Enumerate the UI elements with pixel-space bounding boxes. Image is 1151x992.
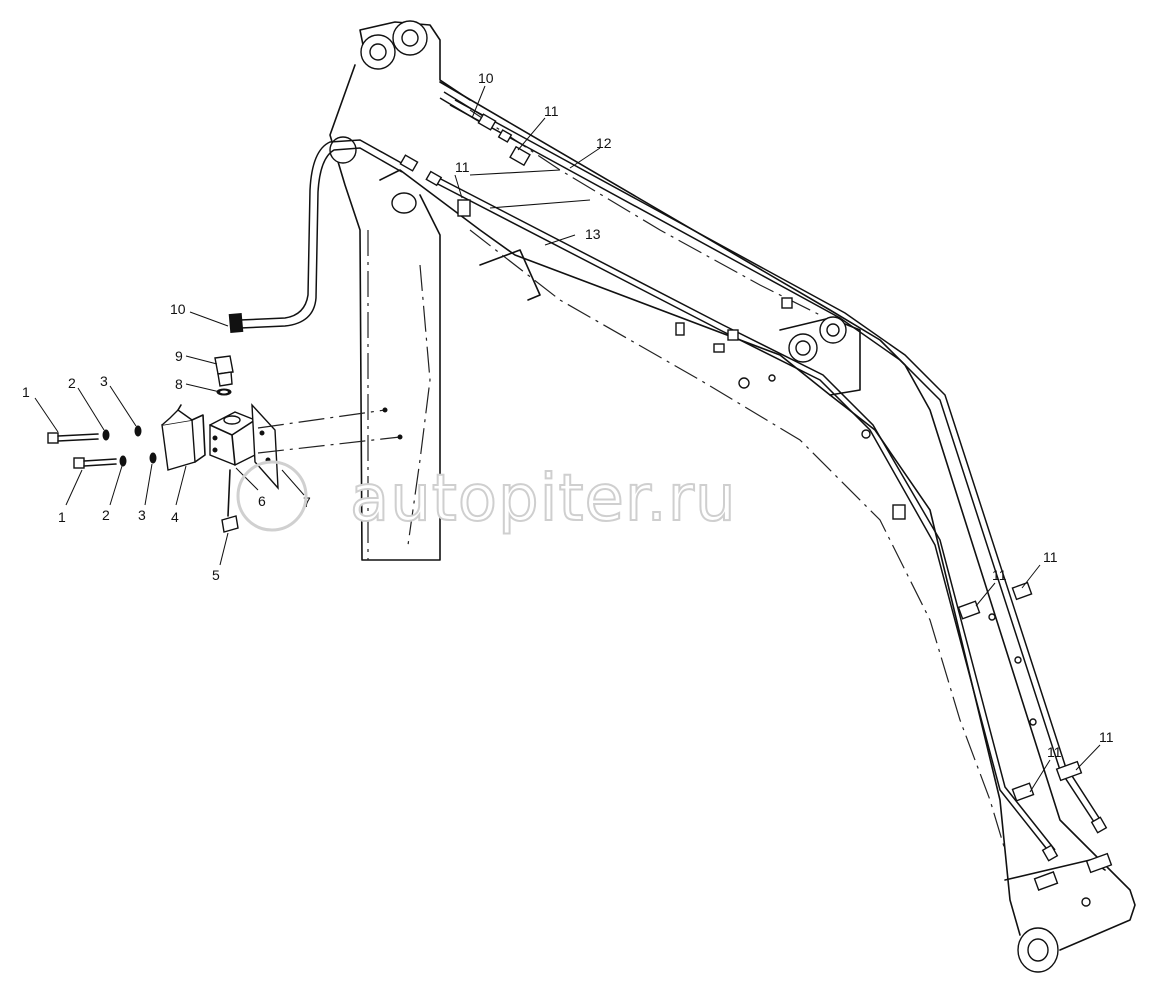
callout-10-lower: 10 bbox=[170, 301, 186, 317]
callout-9: 9 bbox=[175, 348, 183, 364]
watermark: autopiter.ru bbox=[236, 460, 737, 537]
callout-11-d: 11 bbox=[992, 567, 1007, 583]
boom-body bbox=[329, 20, 1136, 973]
callout-11-e: 11 bbox=[1047, 744, 1062, 760]
bolt-upper bbox=[47, 432, 99, 444]
callout-2-upper: 2 bbox=[68, 375, 76, 391]
clamps bbox=[457, 145, 1113, 891]
callout-4: 4 bbox=[171, 509, 179, 525]
callout-6: 6 bbox=[258, 493, 266, 509]
callout-2-lower: 2 bbox=[102, 507, 110, 523]
callout-11-b: 11 bbox=[455, 159, 470, 175]
callout-11-c: 11 bbox=[1043, 549, 1058, 565]
watermark-text: autopiter.ru bbox=[350, 462, 737, 536]
callout-1-upper: 1 bbox=[22, 384, 30, 400]
callout-labels: 1 2 3 1 2 3 4 5 6 7 8 9 10 10 11 11 11 1… bbox=[22, 70, 1114, 760]
callout-11-f: 11 bbox=[1099, 729, 1114, 745]
callout-8: 8 bbox=[175, 376, 183, 392]
callout-12: 12 bbox=[596, 135, 612, 151]
callout-5: 5 bbox=[212, 567, 220, 583]
block-assembly bbox=[47, 355, 403, 533]
callout-13: 13 bbox=[585, 226, 601, 242]
callout-1-lower: 1 bbox=[58, 509, 66, 525]
leader-lines bbox=[34, 85, 1101, 793]
hose-fittings bbox=[228, 113, 1108, 862]
callout-10-upper: 10 bbox=[478, 70, 494, 86]
bolt-lower bbox=[73, 457, 117, 469]
callout-11-a: 11 bbox=[544, 103, 559, 119]
callout-3-upper: 3 bbox=[100, 373, 108, 389]
hidden-edges bbox=[367, 109, 1006, 851]
callout-7: 7 bbox=[303, 494, 311, 510]
callout-3-lower: 3 bbox=[138, 507, 146, 523]
